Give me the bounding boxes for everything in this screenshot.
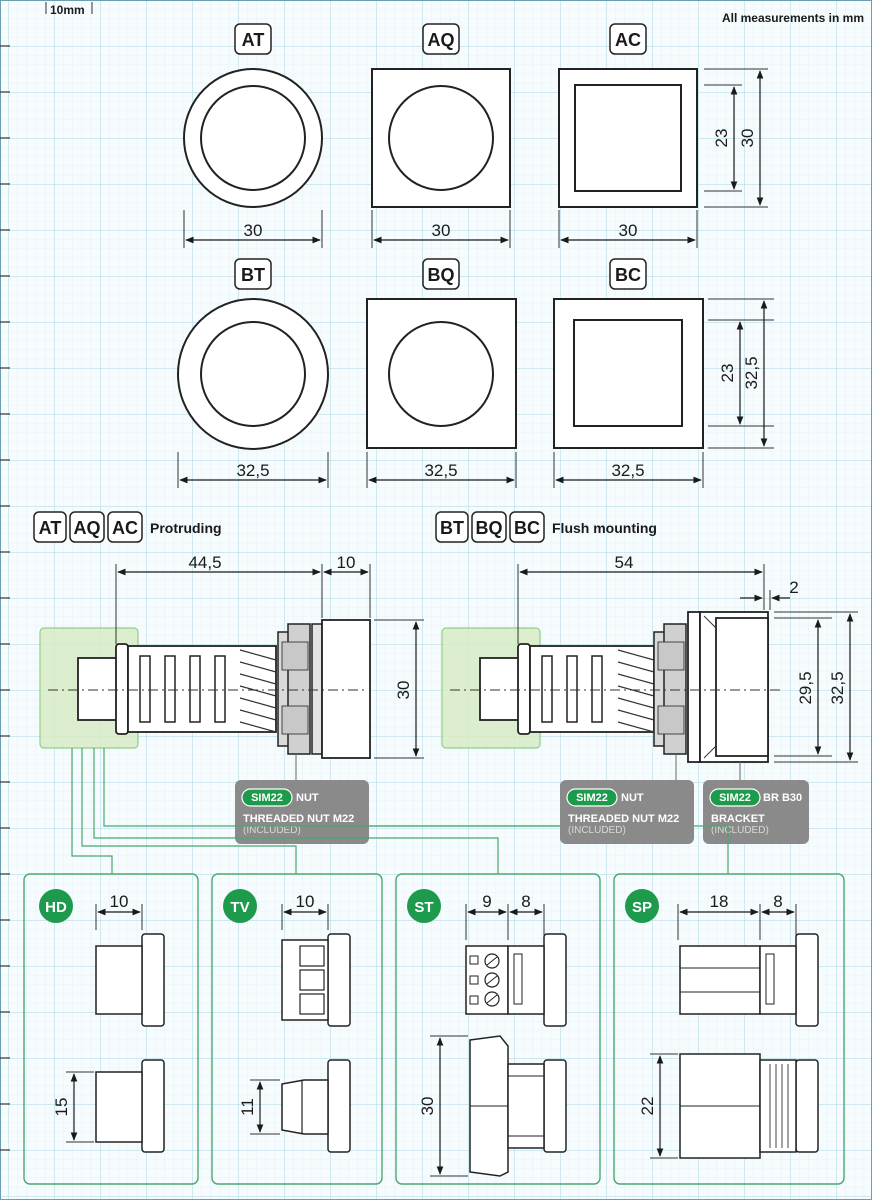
dim1-label-tv: 10	[296, 892, 315, 911]
tag-line1: THREADED NUT M22	[243, 813, 354, 825]
tag-line2: (INCLUDED)	[568, 825, 626, 836]
front-view-bq: BQ 32,5	[366, 258, 517, 488]
code-badge-bq: BQ	[428, 265, 455, 285]
scale-indicator: 10mm	[45, 2, 93, 17]
front-view-at: AT 30	[183, 23, 323, 248]
flush-title: BT BQ BC Flush mounting	[435, 511, 657, 543]
code-badge-at: AT	[242, 30, 265, 50]
inner-label-bc: 23	[718, 364, 737, 383]
length-label-protruding: 44,5	[188, 553, 221, 572]
dim1-label-st: 9	[482, 892, 491, 911]
code-badge-at-side: AT	[39, 518, 62, 538]
left-ruler	[0, 45, 10, 1151]
terminal-panel-sp: SP 18 8 22	[613, 873, 845, 1185]
code-badge-bc-side: BC	[514, 518, 540, 538]
head-label-protruding: 10	[337, 553, 356, 572]
terminal-panel-st: ST 9 8 30	[395, 873, 601, 1185]
outer-height-label-flush: 32,5	[828, 671, 847, 704]
units-note: All measurements in mm	[722, 11, 864, 25]
outer-label-bc: 32,5	[742, 356, 761, 389]
accessory-tag-bracket: SIM22 BR B30 BRACKET (INCLUDED)	[703, 780, 809, 844]
front-view-bc: BC 32,5 23 32,5	[553, 258, 774, 488]
tag-suffix: BR B30	[763, 792, 802, 804]
protruding-side-view: 44,5 10 30	[39, 553, 424, 780]
front-view-aq: AQ 30	[371, 23, 511, 248]
protruding-label: Protruding	[150, 520, 222, 536]
flush-side-view: 54 2 29,5 32,5	[441, 553, 858, 780]
inner-label-ac: 23	[712, 129, 731, 148]
front-view-ac: AC 30 23 30	[558, 23, 768, 248]
tag-code: SIM22	[576, 792, 608, 804]
tag-line2: (INCLUDED)	[243, 825, 301, 836]
dim2-label-st: 8	[521, 892, 530, 911]
width-label-aq: 30	[432, 221, 451, 240]
width-label-bq: 32,5	[424, 461, 457, 480]
width-label-at: 30	[244, 221, 263, 240]
code-badge-aq: AQ	[428, 30, 455, 50]
dim2-label-hd: 15	[52, 1098, 71, 1117]
tag-code: SIM22	[719, 792, 751, 804]
tag-line2: (INCLUDED)	[711, 825, 769, 836]
terminal-panel-tv: TV 10 11	[211, 873, 383, 1185]
tag-code: SIM22	[251, 792, 283, 804]
tag-suffix: NUT	[621, 792, 644, 804]
inner-height-label-flush: 29,5	[796, 671, 815, 704]
front-view-bt: BT 32,5	[177, 258, 329, 488]
terminal-panel-hd: HD 10 15	[23, 873, 199, 1185]
code-badge-bt: BT	[241, 265, 265, 285]
accessory-tag-nut-left: SIM22 NUT THREADED NUT M22 (INCLUDED)	[235, 780, 369, 844]
terminal-code-tv: TV	[230, 899, 249, 916]
code-badge-bq-side: BQ	[476, 518, 503, 538]
dim3-label-st: 30	[418, 1097, 437, 1116]
code-badge-ac-side: AC	[112, 518, 138, 538]
scale-label: 10mm	[50, 3, 85, 17]
flush-label: Flush mounting	[552, 520, 657, 536]
dim3-label-sp: 22	[638, 1097, 657, 1116]
offset-label-flush: 2	[789, 578, 798, 597]
panel-connectors	[71, 748, 729, 874]
terminal-code-hd: HD	[45, 899, 67, 916]
accessory-tag-nut-right: SIM22 NUT THREADED NUT M22 (INCLUDED)	[560, 780, 694, 844]
dim2-label-tv: 11	[238, 1098, 257, 1116]
code-badge-aq-side: AQ	[74, 518, 101, 538]
code-badge-ac: AC	[615, 30, 641, 50]
code-badge-bc: BC	[615, 265, 641, 285]
tag-line1: BRACKET	[711, 813, 765, 825]
dim1-label-sp: 18	[710, 892, 729, 911]
height-label-protruding: 30	[394, 681, 413, 700]
protruding-title: AT AQ AC Protruding	[33, 511, 222, 543]
tag-line1: THREADED NUT M22	[568, 813, 679, 825]
terminal-code-st: ST	[414, 899, 433, 916]
width-label-ac: 30	[619, 221, 638, 240]
terminal-code-sp: SP	[632, 899, 652, 916]
dim2-label-sp: 8	[773, 892, 782, 911]
tag-suffix: NUT	[296, 792, 319, 804]
outer-label-ac: 30	[738, 129, 757, 148]
code-badge-bt-side: BT	[440, 518, 464, 538]
width-label-bt: 32,5	[236, 461, 269, 480]
width-label-bc: 32,5	[611, 461, 644, 480]
dim1-label-hd: 10	[110, 892, 129, 911]
length-label-flush: 54	[615, 553, 634, 572]
